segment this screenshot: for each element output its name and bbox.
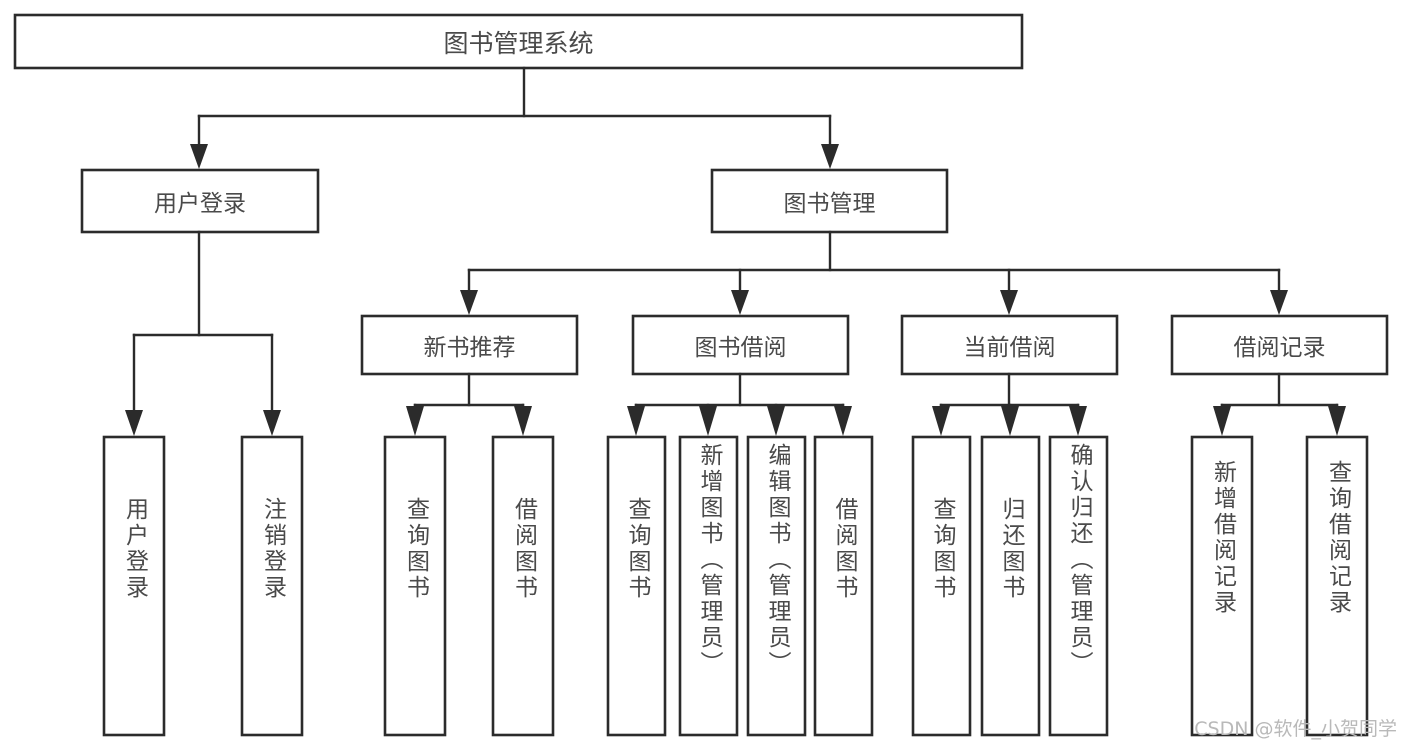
arrow-nbr-leaf1	[406, 406, 424, 436]
arrow-to-book-borrow	[731, 290, 749, 315]
node-book-borrow[interactable]	[631, 314, 850, 376]
leafbox-br-2[interactable]	[1305, 435, 1369, 737]
leafbox-user-login-1[interactable]	[102, 435, 166, 737]
arrow-cb-leaf3	[1069, 406, 1087, 436]
arrow-bb-leaf1	[627, 406, 645, 436]
node-user-login[interactable]	[80, 168, 320, 234]
leafbox-bb-2[interactable]	[678, 435, 739, 737]
arrow-cb-leaf2	[1001, 406, 1019, 436]
arrow-bb-leaf2	[699, 406, 717, 436]
node-new-book-recommend[interactable]	[360, 314, 579, 376]
node-current-borrow[interactable]	[900, 314, 1119, 376]
leafbox-cb-2[interactable]	[980, 435, 1041, 737]
leafbox-cb-3[interactable]	[1048, 435, 1109, 737]
node-borrow-record[interactable]	[1170, 314, 1389, 376]
leafbox-bb-3[interactable]	[746, 435, 807, 737]
leafbox-br-1[interactable]	[1190, 435, 1254, 737]
node-root-book-management-system[interactable]	[13, 13, 1024, 70]
arrow-cb-leaf1	[932, 406, 950, 436]
arrow-to-new-book-recommend	[460, 290, 478, 315]
arrow-user-login-leaf2	[263, 410, 281, 436]
arrow-to-book-management	[821, 144, 839, 169]
arrow-user-login-leaf1	[125, 410, 143, 436]
arrow-bb-leaf4	[834, 406, 852, 436]
node-book-management[interactable]	[710, 168, 949, 234]
leafbox-nbr-1[interactable]	[383, 435, 447, 737]
arrow-to-current-borrow	[1000, 290, 1018, 315]
arrow-bb-leaf3	[767, 406, 785, 436]
leafbox-cb-1[interactable]	[911, 435, 972, 737]
leafbox-bb-1[interactable]	[606, 435, 667, 737]
leafbox-bb-4[interactable]	[813, 435, 874, 737]
leafbox-nbr-2[interactable]	[491, 435, 555, 737]
arrow-br-leaf1	[1213, 406, 1231, 436]
arrow-br-leaf2	[1328, 406, 1346, 436]
arrow-to-borrow-record	[1270, 290, 1288, 315]
arrow-to-user-login	[190, 144, 208, 169]
leafbox-user-login-2[interactable]	[240, 435, 304, 737]
arrow-nbr-leaf2	[514, 406, 532, 436]
